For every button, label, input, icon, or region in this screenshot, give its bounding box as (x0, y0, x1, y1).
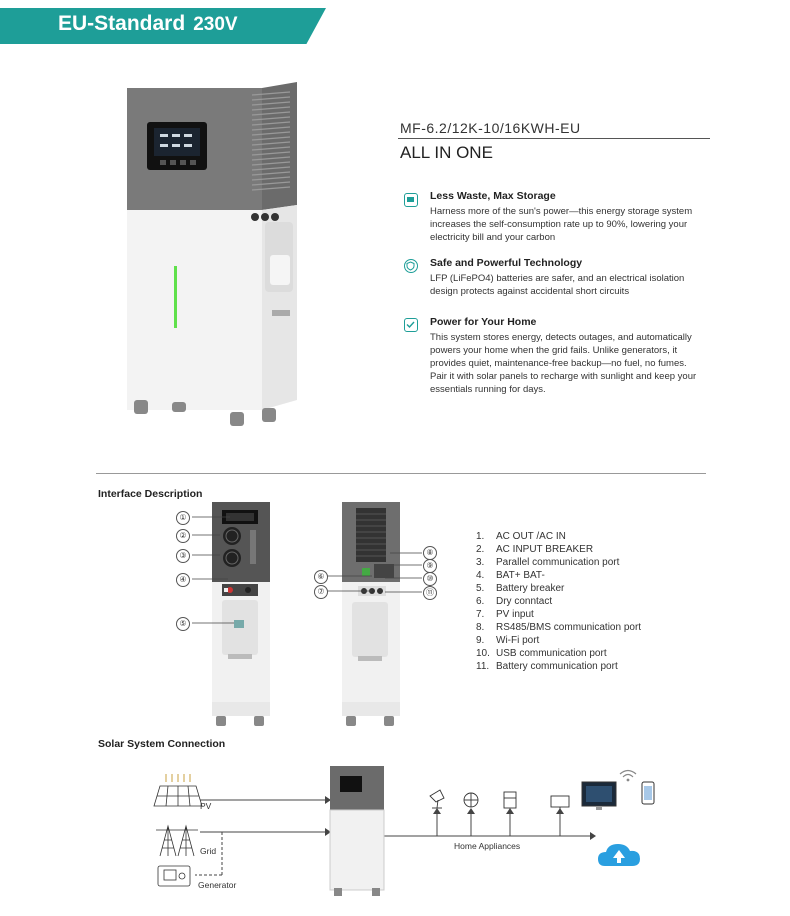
list-item: 1.AC OUT /AC IN (476, 531, 566, 542)
feature-line: Harness more of the sun's power—this ene… (430, 206, 693, 217)
section-divider (96, 473, 706, 474)
header-voltage: 230V (193, 14, 238, 35)
feature-line: powers your home when the grid fails. Un… (430, 345, 678, 356)
callout-4: ④ (176, 573, 190, 587)
feature-line: electricity bill and your carbon (430, 232, 556, 243)
header-banner (0, 8, 326, 44)
list-item: 2.AC INPUT BREAKER (476, 544, 594, 555)
feature-line: increases the self-consumption rate up t… (430, 219, 688, 230)
header-title: EU-Standard 230V (58, 12, 238, 36)
solar-title: Solar System Connection (98, 738, 226, 750)
solar-diagram (153, 766, 655, 896)
callout-6: ⑥ (314, 570, 328, 584)
checkmark-icon (404, 318, 418, 332)
callout-10: ⑩ (423, 572, 437, 586)
feature-line: This system stores energy, detects outag… (430, 332, 692, 343)
list-item: 10.USB communication port (476, 648, 607, 659)
callout-9: ⑨ (423, 559, 437, 573)
pv-label: PV (200, 801, 212, 811)
feature-line: LFP (LiFePO4) batteries are safer, and a… (430, 273, 685, 284)
list-item: 6.Dry conntact (476, 596, 553, 607)
feature-title: Power for Your Home (430, 316, 537, 328)
port-list: 1.AC OUT /AC IN 2.AC INPUT BREAKER 3.Par… (476, 530, 641, 673)
callout-1: ① (176, 511, 190, 525)
callout-3: ③ (176, 549, 190, 563)
feature-line: design protects against accidental short… (430, 286, 630, 297)
front-unit-image (212, 502, 270, 726)
grid-label: Grid (200, 846, 217, 856)
interface-title: Interface Description (98, 488, 203, 500)
feature-line: Pair it with solar panels to recharge wi… (430, 371, 697, 382)
callout-lines (192, 516, 422, 624)
list-item: 4.BAT+ BAT- (476, 570, 545, 581)
list-item: 9.Wi-Fi port (476, 635, 540, 646)
product-tagline: ALL IN ONE (400, 143, 493, 162)
generator-label: Generator (198, 880, 237, 890)
feature-line: provides quiet, maintenance-free backup—… (430, 358, 687, 369)
feature-body: LFP (LiFePO4) batteries are safer, and a… (430, 272, 720, 298)
callout-2: ② (176, 529, 190, 543)
battery-icon (404, 193, 418, 207)
callout-11: ⑪ (423, 586, 437, 600)
header-title-text: EU-Standard (58, 12, 186, 35)
list-item: 3.Parallel communication port (476, 557, 620, 568)
model-number: MF-6.2/12K-10/16KWH-EU (400, 120, 581, 136)
model-divider (398, 138, 710, 139)
list-item: 5.Battery breaker (476, 583, 565, 594)
feature-body: Harness more of the sun's power—this ene… (430, 205, 720, 244)
callout-8: ⑧ (423, 546, 437, 560)
home-appliances-label: Home Appliances (454, 841, 521, 851)
callout-5: ⑤ (176, 617, 190, 631)
feature-line: essentials running for days. (430, 384, 546, 395)
list-item: 8.RS485/BMS communication port (476, 622, 642, 633)
list-item: 11.Battery communication port (476, 661, 618, 672)
product-image (127, 82, 297, 426)
feature-title: Less Waste, Max Storage (430, 190, 556, 202)
feature-body: This system stores energy, detects outag… (430, 331, 720, 396)
list-item: 7.PV input (476, 609, 534, 620)
callout-7: ⑦ (314, 585, 328, 599)
feature-title: Safe and Powerful Technology (430, 257, 583, 269)
shield-icon (404, 259, 418, 273)
